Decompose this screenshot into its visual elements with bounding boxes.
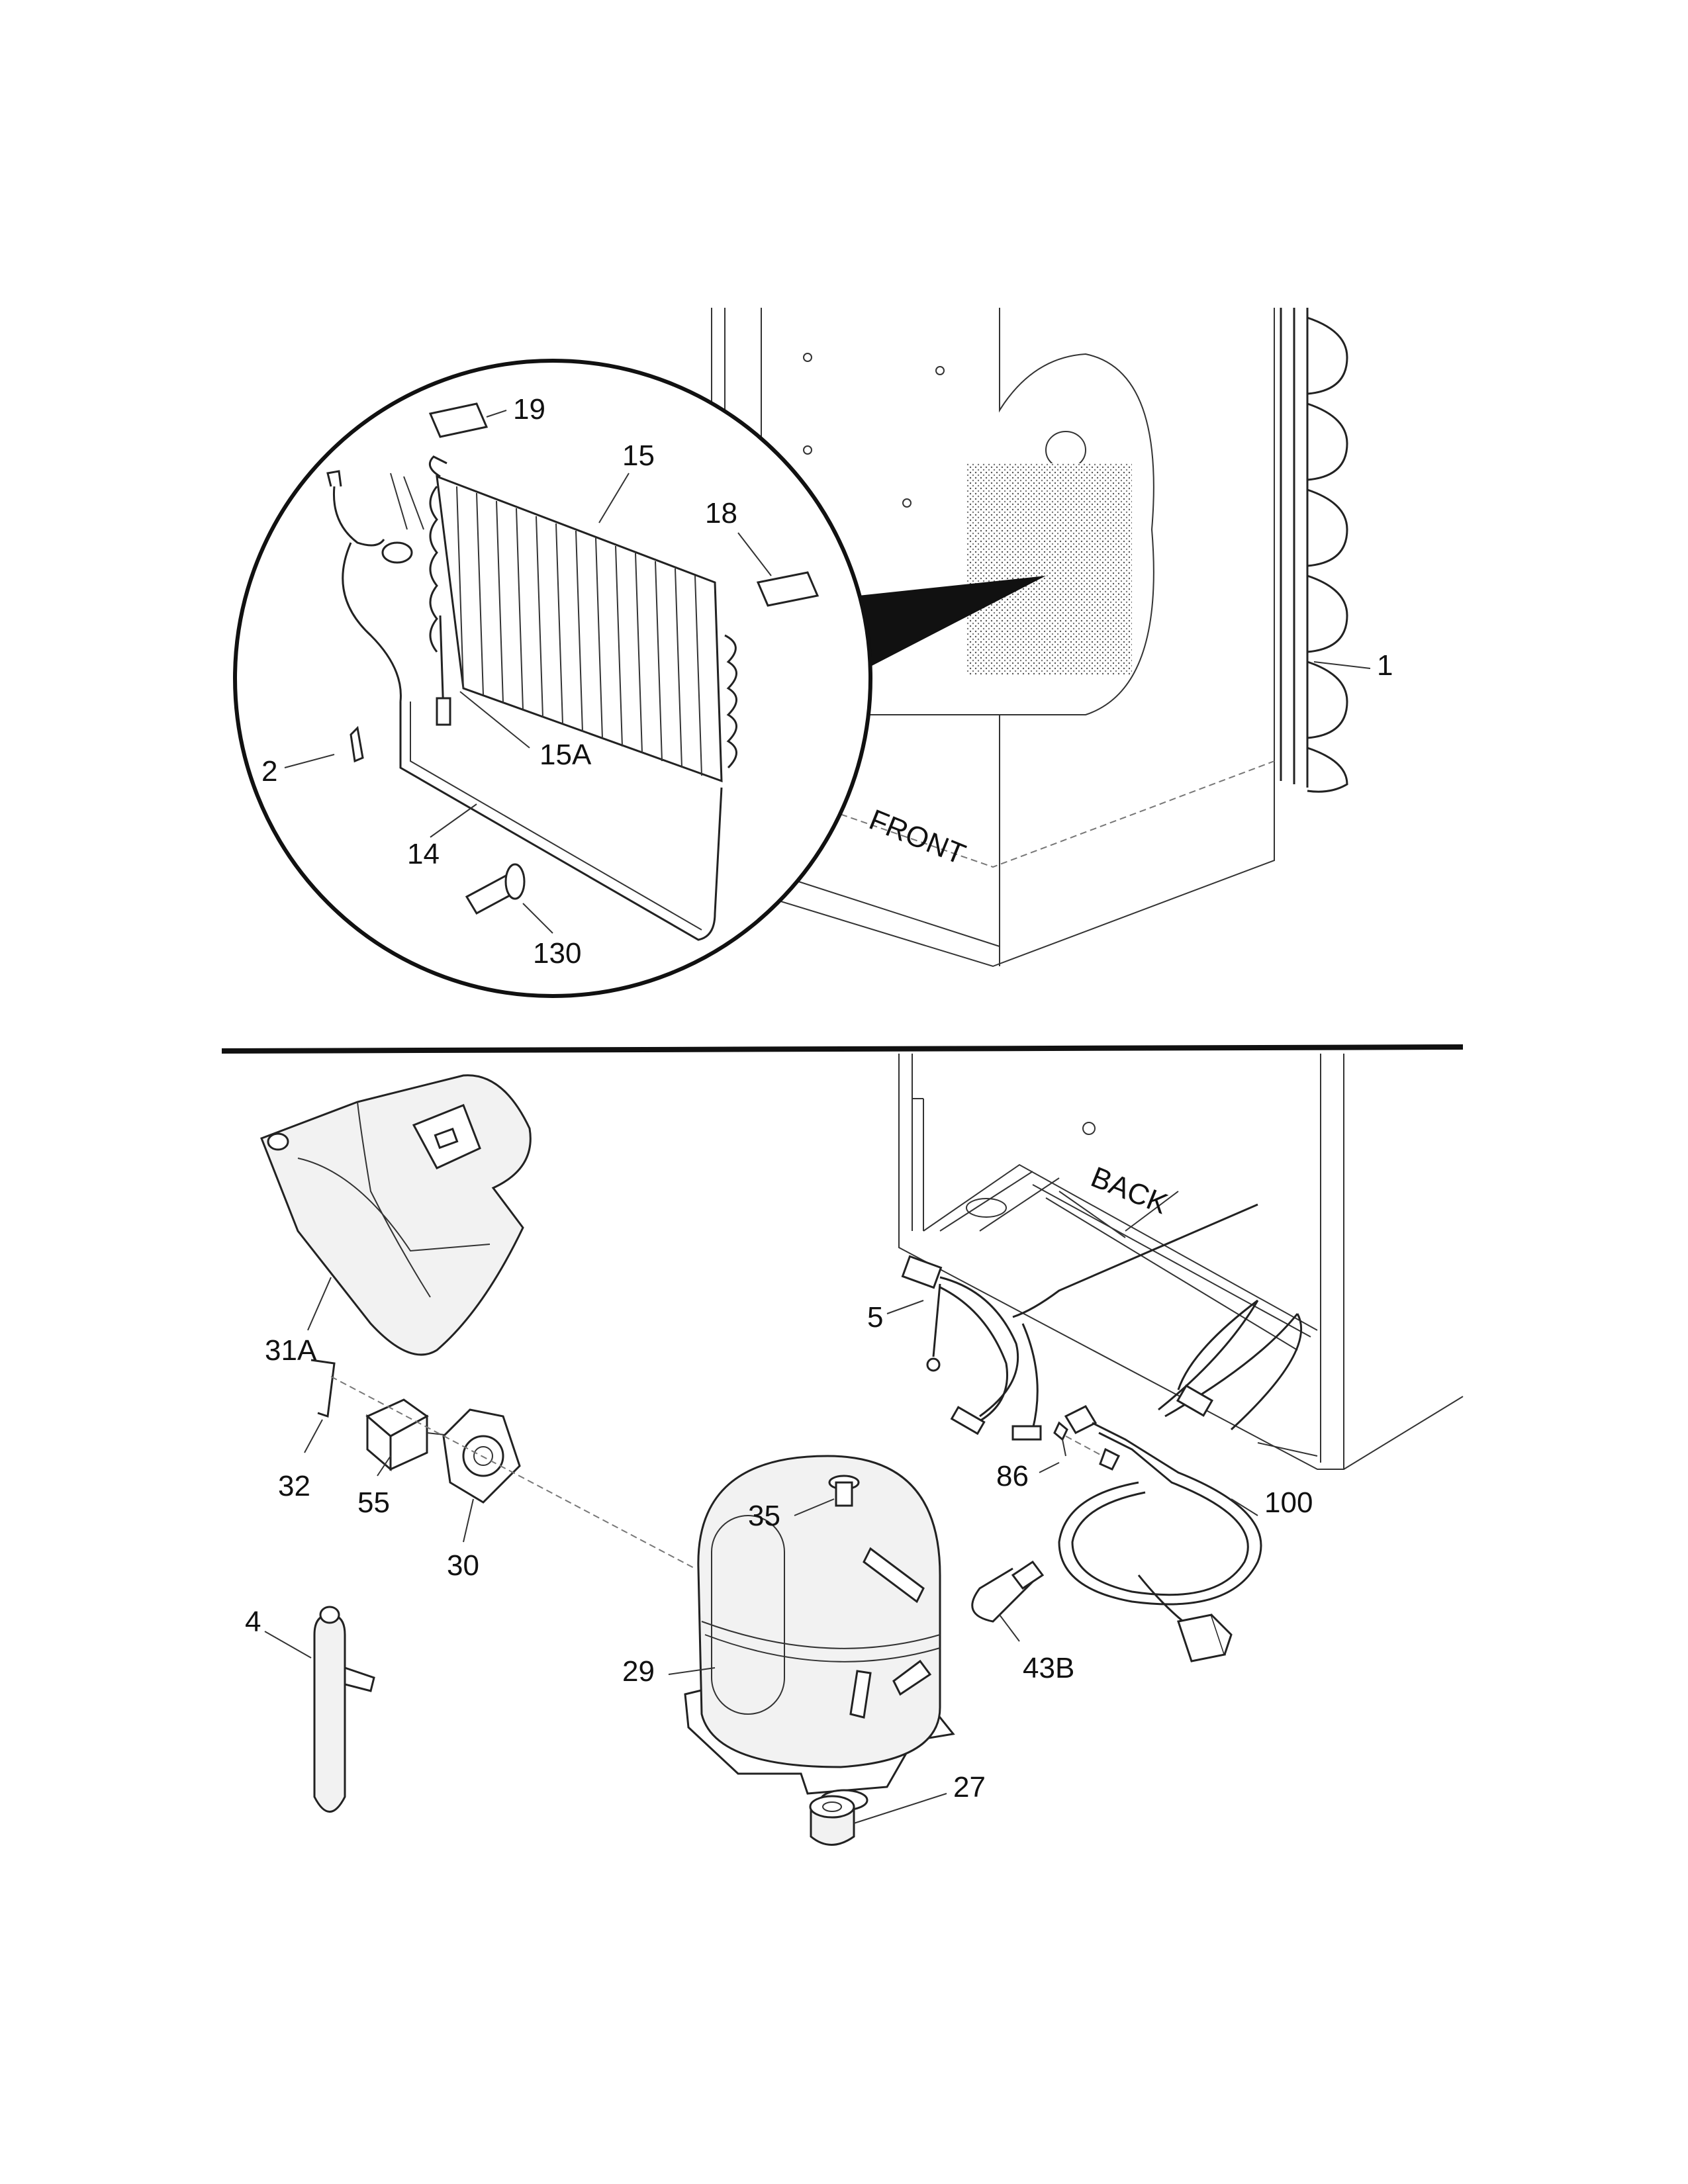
- callout-18: 18: [705, 497, 737, 529]
- back-label: BACK: [1086, 1161, 1172, 1220]
- clip-32: [310, 1359, 336, 1418]
- condenser-coil: [1280, 308, 1348, 793]
- callout-31a: 31A: [265, 1334, 317, 1367]
- callout-1: 1: [1377, 649, 1393, 682]
- callout-35: 35: [748, 1500, 780, 1532]
- callout-14: 14: [407, 838, 440, 870]
- clip-2: [350, 725, 364, 763]
- callout-30: 30: [447, 1549, 479, 1582]
- plug-130: [465, 863, 526, 915]
- relay-55: [365, 1398, 457, 1472]
- callout-130: 130: [533, 937, 581, 970]
- section-divider: [221, 1044, 1464, 1054]
- callout-43b: 43B: [1023, 1652, 1074, 1684]
- front-label: FRONT: [865, 803, 970, 871]
- clip-43b: [971, 1560, 1045, 1623]
- tube-14: [399, 702, 723, 941]
- callout-29: 29: [622, 1655, 655, 1688]
- callout-15a: 15A: [539, 739, 592, 771]
- callout-4: 4: [245, 1606, 261, 1638]
- grommet-27: [809, 1795, 855, 1846]
- callout-32: 32: [278, 1470, 310, 1502]
- callout-2: 2: [261, 755, 277, 788]
- callout-55: 55: [357, 1486, 390, 1519]
- shaded-evaporator-area: [966, 463, 1132, 675]
- part-18-block: [756, 571, 820, 607]
- drain-pan: [260, 1074, 532, 1356]
- cabinet-lower: [898, 1054, 1464, 1470]
- screw-86: [1053, 1421, 1121, 1471]
- callout-86: 86: [996, 1460, 1029, 1492]
- callout-27: 27: [953, 1771, 986, 1803]
- zoom-pointer: [827, 576, 1046, 675]
- cabinet-upper: [711, 308, 1275, 968]
- callout-15: 15: [622, 439, 655, 472]
- drier-4: [313, 1606, 375, 1813]
- callout-5: 5: [867, 1301, 883, 1334]
- callout-100: 100: [1264, 1486, 1313, 1519]
- compressor-29: [684, 1455, 955, 1811]
- callout-19: 19: [513, 393, 545, 426]
- evaporator: [428, 455, 737, 783]
- part-19-block: [428, 402, 489, 438]
- power-cord: [1058, 1405, 1262, 1662]
- wiring-harness: [901, 1203, 1303, 1441]
